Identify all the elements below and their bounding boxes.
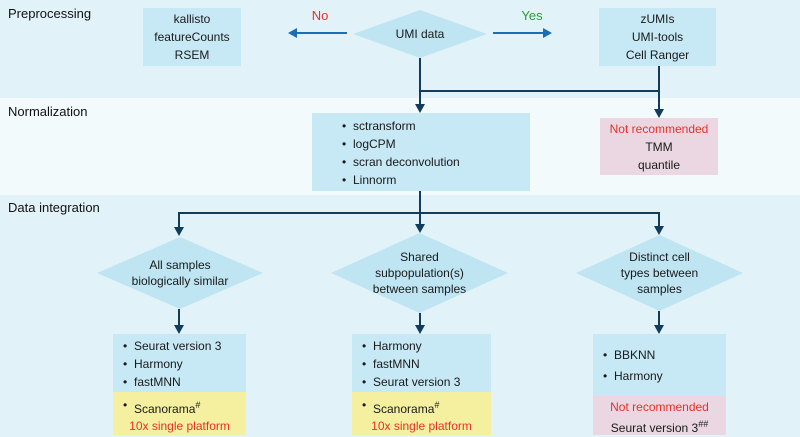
list-item: Linnorm bbox=[340, 171, 530, 189]
arrowhead-icon bbox=[415, 104, 425, 113]
tool-name: Seurat version 3## bbox=[593, 416, 726, 437]
platform-note: 10x single platform bbox=[129, 419, 230, 433]
branch-2-recommended: Harmony fastMNN Seurat version 3 bbox=[352, 334, 491, 392]
list-item: Scanorama# bbox=[360, 396, 491, 418]
branch-1-results-box: Seurat version 3 Harmony fastMNN Scanora… bbox=[113, 334, 246, 435]
arrowhead-icon bbox=[654, 226, 664, 235]
arrowhead-icon bbox=[415, 224, 425, 233]
list-item: scran deconvolution bbox=[340, 153, 530, 171]
tool-name: Scanorama bbox=[134, 402, 196, 416]
connector-line bbox=[178, 212, 180, 228]
connector-line bbox=[658, 90, 660, 110]
branch-1-recommended: Seurat version 3 Harmony fastMNN bbox=[113, 334, 246, 392]
list-item: fastMNN bbox=[121, 373, 246, 391]
list-item: logCPM bbox=[340, 135, 530, 153]
section-label-normalization: Normalization bbox=[8, 104, 88, 119]
arrowhead-icon bbox=[654, 109, 664, 118]
platform-note: 10x single platform bbox=[371, 419, 472, 433]
yes-label: Yes bbox=[521, 8, 543, 23]
tool-name: quantile bbox=[637, 157, 681, 172]
list-item: Harmony bbox=[601, 366, 726, 387]
tool-name: Scanorama bbox=[373, 402, 435, 416]
list-item: Seurat version 3 bbox=[360, 373, 491, 391]
no-label: No bbox=[311, 8, 329, 23]
normalization-recommended-box: sctransform logCPM scran deconvolution L… bbox=[312, 113, 530, 191]
connector-line bbox=[658, 66, 660, 92]
arrowhead-icon bbox=[654, 325, 664, 334]
decision-label: UMI data bbox=[395, 27, 445, 41]
list-item: BBKNN bbox=[601, 345, 726, 366]
not-recommended-title: Not recommended bbox=[609, 121, 709, 136]
section-label-preprocessing: Preprocessing bbox=[8, 6, 92, 21]
branch-1-conditional: Scanorama# 10x single platform bbox=[113, 392, 246, 435]
yes-arrowhead-icon bbox=[543, 28, 552, 38]
condition-line: types between bbox=[620, 266, 699, 280]
arrowhead-icon bbox=[174, 227, 184, 236]
connector-line bbox=[419, 313, 421, 326]
branch-2-conditional: Scanorama# 10x single platform bbox=[352, 392, 491, 435]
list-item: Seurat version 3 bbox=[121, 337, 246, 355]
list-item: sctransform bbox=[340, 117, 530, 135]
not-recommended-title: Not recommended bbox=[610, 400, 709, 414]
yes-arrow-line bbox=[493, 32, 543, 34]
no-arrow-line bbox=[297, 32, 347, 34]
connector-line bbox=[178, 309, 180, 326]
branch-3-not-recommended: Not recommended Seurat version 3## bbox=[593, 396, 726, 435]
footnote-marker: # bbox=[195, 400, 201, 410]
list-item: Harmony bbox=[360, 337, 491, 355]
list-item: fastMNN bbox=[360, 355, 491, 373]
list-item: Harmony bbox=[121, 355, 246, 373]
list-item: Scanorama# bbox=[121, 396, 246, 418]
tool-name: zUMIs bbox=[640, 12, 675, 26]
footnote-marker: # bbox=[434, 400, 440, 410]
branch-3-recommended: BBKNN Harmony bbox=[593, 334, 726, 396]
tool-name: Seurat version 3 bbox=[610, 421, 699, 435]
condition-line: All samples bbox=[149, 258, 211, 272]
connector-line bbox=[419, 191, 421, 213]
non-umi-tools-box: kallisto featureCounts RSEM bbox=[143, 8, 241, 66]
condition-line: between samples bbox=[372, 282, 467, 296]
condition-line: Distinct cell bbox=[629, 250, 690, 264]
section-label-integration: Data integration bbox=[8, 200, 100, 215]
footnote-marker: ## bbox=[698, 419, 709, 429]
connector-line bbox=[658, 311, 660, 326]
connector-line bbox=[420, 90, 660, 92]
branch-2-results-box: Harmony fastMNN Seurat version 3 Scanora… bbox=[352, 334, 491, 435]
condition-line: subpopulation(s) bbox=[375, 266, 464, 280]
connector-line bbox=[419, 58, 421, 106]
branch-3-results-box: BBKNN Harmony Not recommended Seurat ver… bbox=[593, 334, 726, 435]
connector-line bbox=[419, 212, 421, 226]
tool-name: RSEM bbox=[174, 48, 210, 62]
tool-name: featureCounts bbox=[154, 30, 230, 44]
tool-name: kallisto bbox=[173, 12, 211, 26]
normalization-not-recommended-box: Not recommended TMM quantile bbox=[600, 118, 718, 175]
umi-tools-box: zUMIs UMI-tools Cell Ranger bbox=[599, 8, 716, 66]
no-arrowhead-icon bbox=[288, 28, 297, 38]
tool-name: TMM bbox=[645, 139, 673, 154]
tool-name: UMI-tools bbox=[631, 30, 684, 44]
tool-name: Cell Ranger bbox=[625, 48, 690, 62]
condition-line: biologically similar bbox=[131, 274, 229, 288]
condition-line: Shared bbox=[400, 250, 439, 264]
arrowhead-icon bbox=[174, 325, 184, 334]
condition-line: samples bbox=[637, 282, 682, 296]
connector-line bbox=[658, 212, 660, 227]
arrowhead-icon bbox=[415, 325, 425, 334]
